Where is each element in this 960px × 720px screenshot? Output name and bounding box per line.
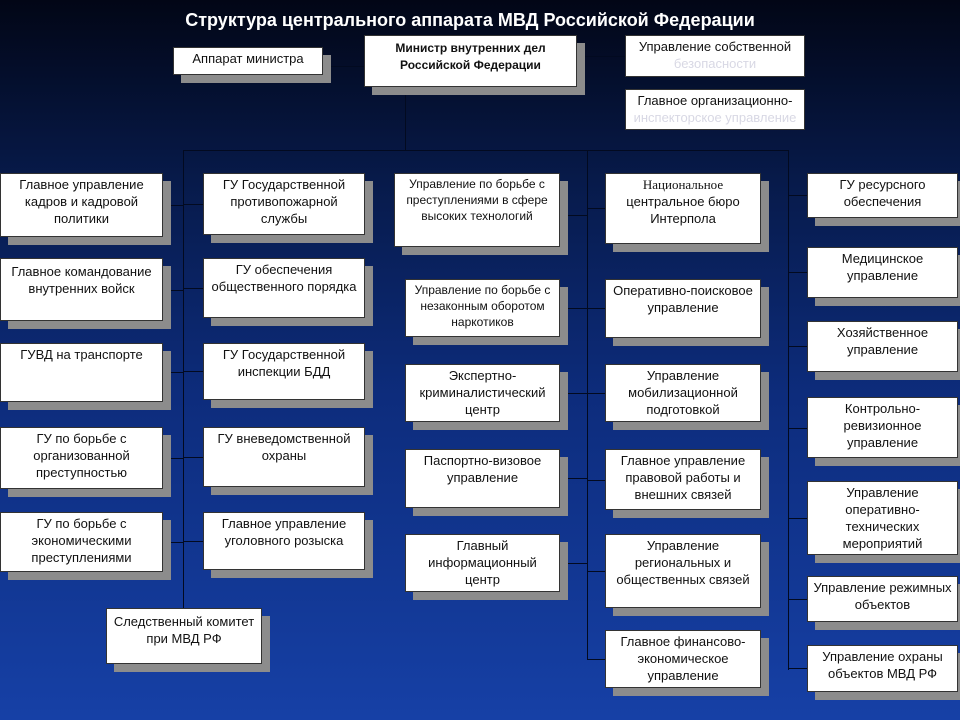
connector-line (323, 66, 364, 67)
col3-box: Главный информационный центр (405, 534, 560, 592)
interpol-box: Национальное центральное бюро Интерпола (605, 173, 761, 244)
col5-box: Хозяйственное управление (807, 321, 958, 372)
col1-box: ГУ по борьбе с экономическими преступлен… (0, 512, 163, 572)
col3-box: Паспортно-визовое управление (405, 449, 560, 508)
connector-line (183, 371, 203, 372)
connector-line (163, 372, 183, 373)
connector-line (587, 308, 605, 309)
connector-line (560, 563, 587, 564)
connector-line (183, 457, 203, 458)
connector-line (788, 272, 807, 273)
connector-line (577, 56, 625, 57)
connector-line (788, 599, 807, 600)
connector-line (183, 150, 184, 610)
connector-line (587, 571, 605, 572)
col1-box: ГУВД на транспорте (0, 343, 163, 402)
own-security-label: Управление собственной (638, 39, 792, 54)
connector-line (788, 150, 789, 670)
connector-line (560, 393, 587, 394)
col4-box: Управление региональных и общественных с… (605, 534, 761, 608)
connector-line (163, 542, 183, 543)
connector-line (560, 308, 587, 309)
connector-line (183, 150, 788, 151)
minister-box: Министр внутренних дел Российской Федера… (364, 35, 577, 87)
connector-line (587, 208, 605, 209)
col3-box: Управление по борьбе с преступлениями в … (394, 173, 560, 247)
connector-line (788, 518, 807, 519)
connector-line (587, 659, 605, 660)
col5-box: Контрольно-ревизионное управление (807, 397, 958, 458)
own-security-box: Управление собственной безопасности (625, 35, 805, 77)
col1-box: Главное командование внутренних войск (0, 258, 163, 321)
connector-line (788, 346, 807, 347)
col2-box: ГУ обеспечения общественного порядка (203, 258, 365, 318)
gl-org-box: Главное организационно- инспекторское уп… (625, 89, 805, 130)
col2-box: ГУ Государственной противопожарной служб… (203, 173, 365, 235)
col2-box: Главное управление уголовного розыска (203, 512, 365, 570)
col4-box: Управление мобилизационной подготовкой (605, 364, 761, 422)
gl-org-overflow: инспекторское управление (633, 110, 797, 125)
col1-box: Главное управление кадров и кадровой пол… (0, 173, 163, 237)
interpol-label-rest: центральное бюро Интерпола (626, 194, 740, 226)
connector-line (163, 458, 183, 459)
page-title: Структура центрального аппарата МВД Росс… (185, 10, 755, 30)
col5-box: Управление оперативно-технических меропр… (807, 481, 958, 555)
col4-box: Главное управление правовой работы и вне… (605, 449, 761, 510)
connector-line (587, 393, 605, 394)
connector-line (183, 541, 203, 542)
col4-box: Главное финансово-экономическое управлен… (605, 630, 761, 688)
connector-line (560, 215, 587, 216)
connector-line (163, 290, 183, 291)
col5-box: Управление охраны объектов МВД РФ (807, 645, 958, 692)
col5-box: ГУ ресурсного обеспечения (807, 173, 958, 218)
col4-box: Оперативно-поисковое управление (605, 279, 761, 338)
col3-box: Управление по борьбе с незаконным оборот… (405, 279, 560, 337)
connector-line (788, 668, 807, 669)
connector-line (560, 478, 587, 479)
connector-line (183, 204, 203, 205)
connector-line (183, 288, 203, 289)
investigative-committee-box: Следственный комитет при МВД РФ (106, 608, 262, 664)
col5-box: Медицинское управление (807, 247, 958, 298)
apparatus-box: Аппарат министра (173, 47, 323, 75)
col1-box: ГУ по борьбе с организованной преступнос… (0, 427, 163, 489)
connector-line (788, 195, 807, 196)
connector-line (587, 480, 605, 481)
connector-line (163, 205, 183, 206)
own-security-overflow: безопасности (673, 56, 757, 71)
col2-box: ГУ вневедомственной охраны (203, 427, 365, 487)
connector-line (405, 87, 406, 150)
gl-org-label: Главное организационно- (637, 93, 793, 108)
col2-box: ГУ Государственной инспекции БДД (203, 343, 365, 400)
connector-line (788, 428, 807, 429)
interpol-label-first: Национальное (642, 177, 724, 192)
col3-box: Экспертно-криминалистический центр (405, 364, 560, 422)
col5-box: Управление режимных объектов (807, 576, 958, 622)
connector-line (587, 150, 588, 660)
